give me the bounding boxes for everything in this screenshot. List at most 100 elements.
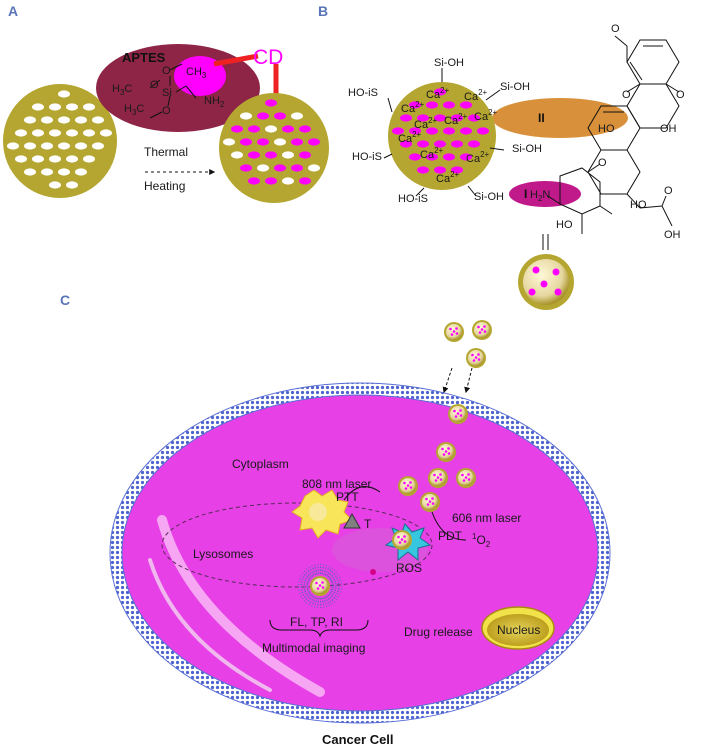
nanoparticle-dot [467, 478, 471, 481]
pore [58, 168, 70, 176]
nanoparticle-dot [474, 356, 478, 359]
svg-text:Ca2+: Ca2+ [426, 86, 450, 101]
pore [308, 138, 320, 146]
pore [223, 138, 235, 146]
pore [15, 155, 27, 163]
aptes-h3c-top-h: H [112, 83, 120, 95]
pore [282, 151, 294, 159]
aptes-nh2-label: NH [204, 95, 220, 107]
svg-text:H3C: H3C [112, 83, 132, 97]
nanoparticle [398, 476, 418, 496]
nanoparticle [392, 530, 412, 550]
pore [291, 112, 303, 120]
aptes-label: APTES [122, 50, 166, 65]
nanoparticle [466, 348, 486, 368]
aptes-o-top: O [162, 65, 171, 77]
pore [248, 125, 260, 133]
ho-is-left-mid: HO-iS [352, 151, 382, 163]
nanoparticle-dot [444, 450, 448, 453]
svg-text:H3C: H3C [124, 103, 144, 117]
ca-label-4: Ca [414, 119, 429, 131]
multimodal-imaging-label: Multimodal imaging [262, 641, 365, 655]
svg-text:Ca2+: Ca2+ [474, 108, 498, 123]
calcium-dot [451, 114, 463, 122]
pore [75, 168, 87, 176]
h2n-sub: 2 [538, 194, 543, 203]
ca-charge-3: 2+ [478, 88, 487, 97]
ca-charge-7: 2+ [412, 130, 421, 139]
pore [75, 116, 87, 124]
pore [291, 164, 303, 172]
calcium-dot [434, 140, 446, 148]
pore [15, 129, 27, 137]
pore [240, 112, 252, 120]
pore [299, 125, 311, 133]
ca-label-1: Ca [401, 103, 416, 115]
particle-pores [7, 90, 112, 189]
ca-charge-1: 2+ [415, 100, 424, 109]
calcium-dot [392, 127, 404, 135]
calcium-dot [443, 101, 455, 109]
svg-text:H2N: H2N [530, 189, 550, 203]
linkage-ii [492, 98, 628, 138]
calcium-dot [426, 101, 438, 109]
nanoparticle-dot [452, 330, 456, 333]
dox-oh-1: OH [660, 123, 677, 135]
aptes-ch3-label: CH [186, 66, 202, 78]
pore [83, 103, 95, 111]
aptes-h3c-top-sub: 3 [120, 88, 125, 97]
loaded-dot [528, 288, 536, 296]
nanoparticle-dot [428, 500, 432, 503]
si-oh-right-top: Si-OH [500, 81, 530, 93]
dox-methoxy-o: O [611, 23, 620, 35]
aptes-o-mid: O [150, 79, 159, 91]
lysosomes-label: Lysosomes [193, 547, 253, 561]
silica-particle-plain [3, 84, 117, 198]
aptes-si: Si [162, 87, 172, 99]
pore [49, 103, 61, 111]
nanoparticle-dot [455, 327, 458, 330]
nanoparticle-dot [431, 497, 434, 500]
pore [24, 142, 36, 150]
nucleus: Nucleus [481, 606, 555, 650]
nanoparticle-dot [447, 452, 451, 455]
loaded-dot [552, 268, 560, 276]
cd-doped-particle [219, 93, 329, 203]
pore [92, 116, 104, 124]
singlet-oxygen-sup: 1 [472, 532, 477, 541]
internalized-nanoparticles [392, 442, 476, 550]
nanoparticle-dot [436, 476, 440, 479]
pore [49, 155, 61, 163]
pore [32, 155, 44, 163]
ca-charge-4: 2+ [428, 116, 437, 125]
pore [7, 142, 19, 150]
svg-text:Ca2+: Ca2+ [464, 88, 488, 103]
pore [257, 138, 269, 146]
dox-ho-1: HO [598, 123, 615, 135]
calcium-dot [443, 153, 455, 161]
imaging-bracket [269, 619, 369, 638]
nanoparticle-dot [403, 535, 406, 538]
nanoparticle-dot [447, 447, 450, 450]
nanoparticle-dot [454, 415, 458, 418]
imaging-nanoparticle-dot [321, 586, 325, 589]
pore [282, 177, 294, 185]
aptes-h3c-bot-sub: 3 [132, 108, 137, 117]
h2n-h: H [530, 189, 538, 201]
pore [308, 164, 320, 172]
nanoparticle-dot [459, 414, 463, 417]
pore [299, 177, 311, 185]
lysosome-boundary [161, 502, 433, 588]
cytoplasm-highlight-2 [148, 558, 272, 692]
cd-label: CD [253, 46, 283, 69]
pore [24, 168, 36, 176]
pore [83, 155, 95, 163]
svg-text:Ca2+: Ca2+ [398, 130, 422, 145]
ca-label-2: Ca [426, 89, 441, 101]
lysosome-spot [370, 569, 376, 575]
pore [265, 151, 277, 159]
pore [291, 138, 303, 146]
svg-text:Ca2+: Ca2+ [444, 112, 468, 127]
uptake-arrow-1 [442, 367, 453, 394]
